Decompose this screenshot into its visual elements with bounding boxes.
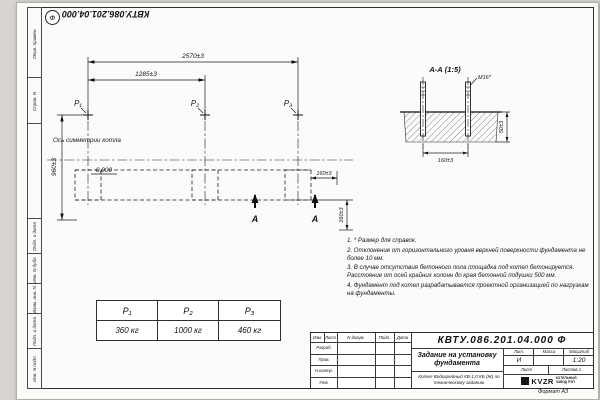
tb-empty-cell <box>375 365 395 378</box>
dim-offset-v-label: 160±3 <box>339 206 345 222</box>
tb-empty-cell <box>375 353 395 366</box>
tb-row-prov: Пров. <box>311 353 338 366</box>
concrete-hatch <box>403 111 499 143</box>
tb-row-utv: Утв. <box>311 376 338 388</box>
frame-cell-empty <box>27 123 42 220</box>
tb-lit-value: И <box>503 355 534 366</box>
tb-empty-cell <box>375 342 395 355</box>
tb-scale-label: Масштаб <box>563 348 594 356</box>
loads-header-p1: Р₁ <box>97 301 158 321</box>
rotated-doc-number: КВТУ.086.201.04.000 <box>62 9 150 19</box>
format-label: Формат А3 <box>538 389 569 395</box>
tb-mass-label: Масса <box>533 348 564 356</box>
frame-cell-label: Справ. N <box>32 91 38 111</box>
title-block: Изм. Лист N докум. Подп. Дата Разраб. Пр… <box>310 332 594 388</box>
tb-empty-cell <box>337 342 376 355</box>
kvzr-logo-icon <box>521 377 530 385</box>
note-3: 3. В случае отсутствия бетонного пола пл… <box>347 264 575 280</box>
frame-cell-podp-data-2: Подп. и дата <box>27 313 42 350</box>
tb-sheet-label: Лист <box>503 365 549 375</box>
tb-sheets-label: Листов 1 <box>548 365 594 375</box>
loads-value-p1: 360 кг <box>97 321 158 340</box>
tb-header-podp: Подп. <box>375 333 395 343</box>
tb-header-izm: Изм. <box>311 333 325 343</box>
tb-empty-cell <box>375 376 395 388</box>
tb-doc-number: КВТУ.086.201.04.000 Ф <box>411 333 593 349</box>
tb-header-list: Лист <box>324 333 338 343</box>
frame-cell-label: Инв. N дубл. <box>32 255 37 283</box>
loads-header-p3: Р₃ <box>219 301 280 321</box>
frame-cell-label: Подп. и дата <box>32 317 38 346</box>
tb-product-name: Котел Водогрейный КВ-1,0 КБ (Ж) по техни… <box>418 374 500 385</box>
section-dim-arrows <box>423 112 509 155</box>
tb-row-razrab: Разраб. <box>311 342 338 355</box>
loads-value-p3: 460 кг <box>237 326 262 335</box>
load-point-p3: Р₃ <box>284 99 293 108</box>
bolt-threads <box>420 86 471 96</box>
tb-row-nkontr: Н.контр. <box>311 365 338 378</box>
f-mark-circle: Ф <box>45 10 60 25</box>
frame-cell-label: Перв. примен. <box>32 27 38 59</box>
dim-height-label: 960±3 <box>51 158 58 176</box>
section-letter-left: А <box>251 214 259 224</box>
frame-cell-podp-data-1: Подп. и дата <box>27 218 42 255</box>
section-view: А-А (1:5) М16* 50±3 160±3 <box>400 65 510 164</box>
load-point-p2: Р₂ <box>191 99 199 108</box>
tb-empty-cell <box>394 376 412 388</box>
anchor-point-crosses <box>83 110 303 120</box>
loads-header-p2: Р₂ <box>158 301 219 321</box>
note-1: 1. * Размер для справок. <box>347 237 417 244</box>
loads-table: Р₁ Р₂ Р₃ 360 кг 1000 кг 460 кг <box>96 300 281 341</box>
centerlines <box>47 121 353 205</box>
frame-cell-label: Инв. N подл. <box>32 355 38 382</box>
tb-header-data: Дата <box>394 333 412 343</box>
symmetry-axis-label: Ось симметрии котла <box>53 137 121 144</box>
note-4: 4. Фундамент под котел разрабатывается п… <box>347 281 589 297</box>
tb-empty-cell <box>337 353 376 366</box>
frame-cell-label: Взам. инв. N <box>32 285 38 313</box>
dim-total-label: 2570±3 <box>181 53 204 60</box>
load-point-p1: Р₁ <box>74 99 82 108</box>
loads-value-p2: 1000 кг <box>158 321 219 340</box>
tb-header-ndocum: N докум. <box>337 333 376 343</box>
dimension-arrows <box>60 60 349 230</box>
tb-empty-cell <box>394 353 412 366</box>
bolt-size-label: М16* <box>478 75 492 81</box>
frame-cell-label: Подп. и дата <box>32 222 38 251</box>
tb-company-cell: KVZR КОТЕЛЬНЫЙ ЗАВОД РЭП <box>503 374 594 388</box>
dim-depth-label: 50±3 <box>499 120 505 133</box>
foundation-pads-dashed <box>74 169 312 201</box>
section-title: А-А (1:5) <box>428 65 461 74</box>
kvzr-sub-line2: ЗАВОД РЭП <box>555 380 575 384</box>
dim-width-label: 160±3 <box>438 158 454 164</box>
frame-cell-inv-podl: Инв. N подл. <box>27 348 42 389</box>
frame-cell-perv-primen: Перв. примен. <box>27 7 42 79</box>
kvzr-sub-line1: КОТЕЛЬНЫЙ <box>555 376 577 381</box>
frame-cell-vzam-inv: Взам. инв. N <box>27 283 42 315</box>
tb-lit-label: Лит. <box>503 348 534 356</box>
tb-scale-value: 1:20 <box>563 355 594 366</box>
dim-half-label: 1285±3 <box>135 71 157 78</box>
section-cut-marks <box>251 194 319 208</box>
tb-empty-cell <box>337 376 376 388</box>
plan-view: 2570±3 1285±3 960±3 Р₁ Р₂ Р₃ Ось симметр… <box>47 53 353 231</box>
tb-doc-title: Задание на установку фундамента <box>411 348 503 372</box>
frame-cell-sprav-n: Справ. N <box>27 77 42 125</box>
frame-cell-inv-dubl: Инв. N дубл. <box>27 253 42 285</box>
section-letter-right: А <box>311 214 319 224</box>
kvzr-logo-subtext: КОТЕЛЬНЫЙ ЗАВОД РЭП <box>556 377 577 384</box>
dim-offset-h-label: 160±3 <box>316 171 332 177</box>
kvzr-logo-text: KVZR <box>531 376 554 386</box>
technical-notes: 1. * Размер для справок. 2. Отклонение о… <box>347 237 590 299</box>
note-2: 2. Отклонение от горизонтального уровня … <box>347 246 586 262</box>
bolt-centerlines <box>422 77 469 148</box>
level-mark: 0,000 <box>96 167 113 174</box>
tb-empty-cell <box>337 365 376 378</box>
